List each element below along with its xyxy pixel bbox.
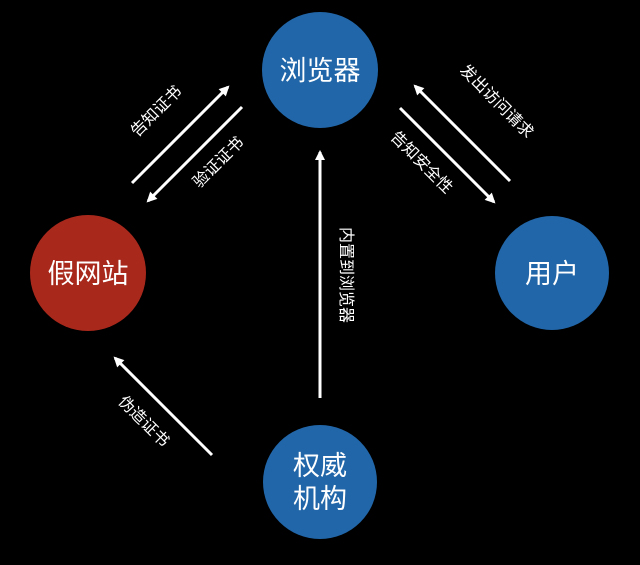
fake-site-node-circle [30, 215, 146, 331]
label-verify-cert: 验证证书 [189, 133, 248, 192]
fake-site-node-label: 假网站 [48, 259, 129, 290]
authority-node-label-line2: 机构 [293, 484, 347, 515]
label-builtin-browser: 内置到浏览器 [337, 227, 356, 323]
user-node-circle [495, 216, 609, 330]
arrow-forge-cert [113, 356, 214, 457]
browser-node-circle [262, 12, 378, 128]
arrow-notify-cert [130, 85, 230, 185]
arrow-send-request [413, 84, 512, 183]
label-notify-cert: 告知证书 [127, 82, 186, 141]
arrow-verify-cert [146, 105, 244, 203]
arrow-notify-security [398, 106, 496, 204]
label-notify-security: 告知安全性 [387, 127, 457, 197]
user-node: 用户 [495, 216, 609, 330]
label-forge-cert: 伪造证书 [115, 392, 174, 451]
user-node-label: 用户 [525, 259, 579, 290]
authority-node-circle [263, 425, 377, 539]
fake-site-node: 假网站 [30, 215, 146, 331]
authority-node-label-line1: 权威 [293, 451, 347, 482]
authority-node: 权威 机构 [263, 425, 377, 539]
label-send-request: 发出访问请求 [456, 60, 537, 141]
browser-node: 浏览器 [262, 12, 378, 128]
browser-node-label: 浏览器 [280, 56, 361, 87]
